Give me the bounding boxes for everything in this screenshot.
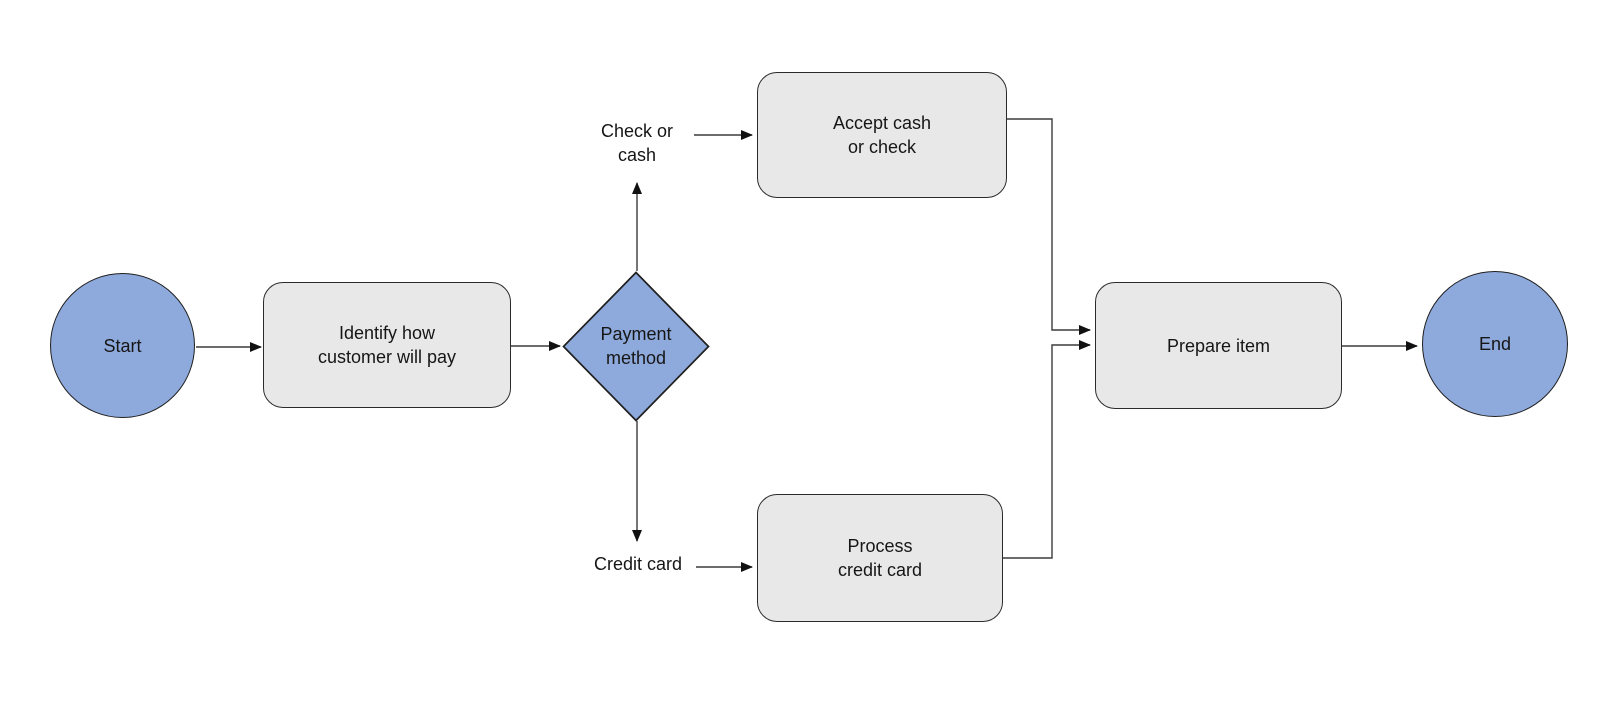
node-start: Start: [50, 273, 195, 418]
edge-label-credit-card: Credit card: [593, 554, 683, 574]
node-end-label: End: [1478, 334, 1512, 354]
edge-accept-to-prepare: [1007, 118, 1091, 335]
node-identify-payment: Identify how customer will pay: [263, 282, 511, 408]
edge-label-check-or-cash: Check or cash: [600, 121, 674, 165]
node-process-credit-card-label: Process credit card: [837, 536, 923, 580]
node-prepare-item: Prepare item: [1095, 282, 1342, 409]
node-accept-cash-or-check: Accept cash or check: [757, 72, 1007, 198]
node-accept-cash-or-check-label: Accept cash or check: [832, 113, 932, 157]
node-process-credit-card: Process credit card: [757, 494, 1003, 622]
decision-diamond-shape: [562, 271, 710, 422]
edge-process-to-prepare: [1003, 340, 1091, 559]
node-identify-payment-label: Identify how customer will pay: [317, 323, 457, 367]
node-payment-method-label: Payment method: [600, 324, 672, 368]
node-start-label: Start: [103, 335, 142, 356]
node-prepare-item-label: Prepare item: [1166, 335, 1271, 356]
node-payment-method-decision: Payment method: [566, 320, 706, 372]
node-end: End: [1422, 271, 1568, 417]
